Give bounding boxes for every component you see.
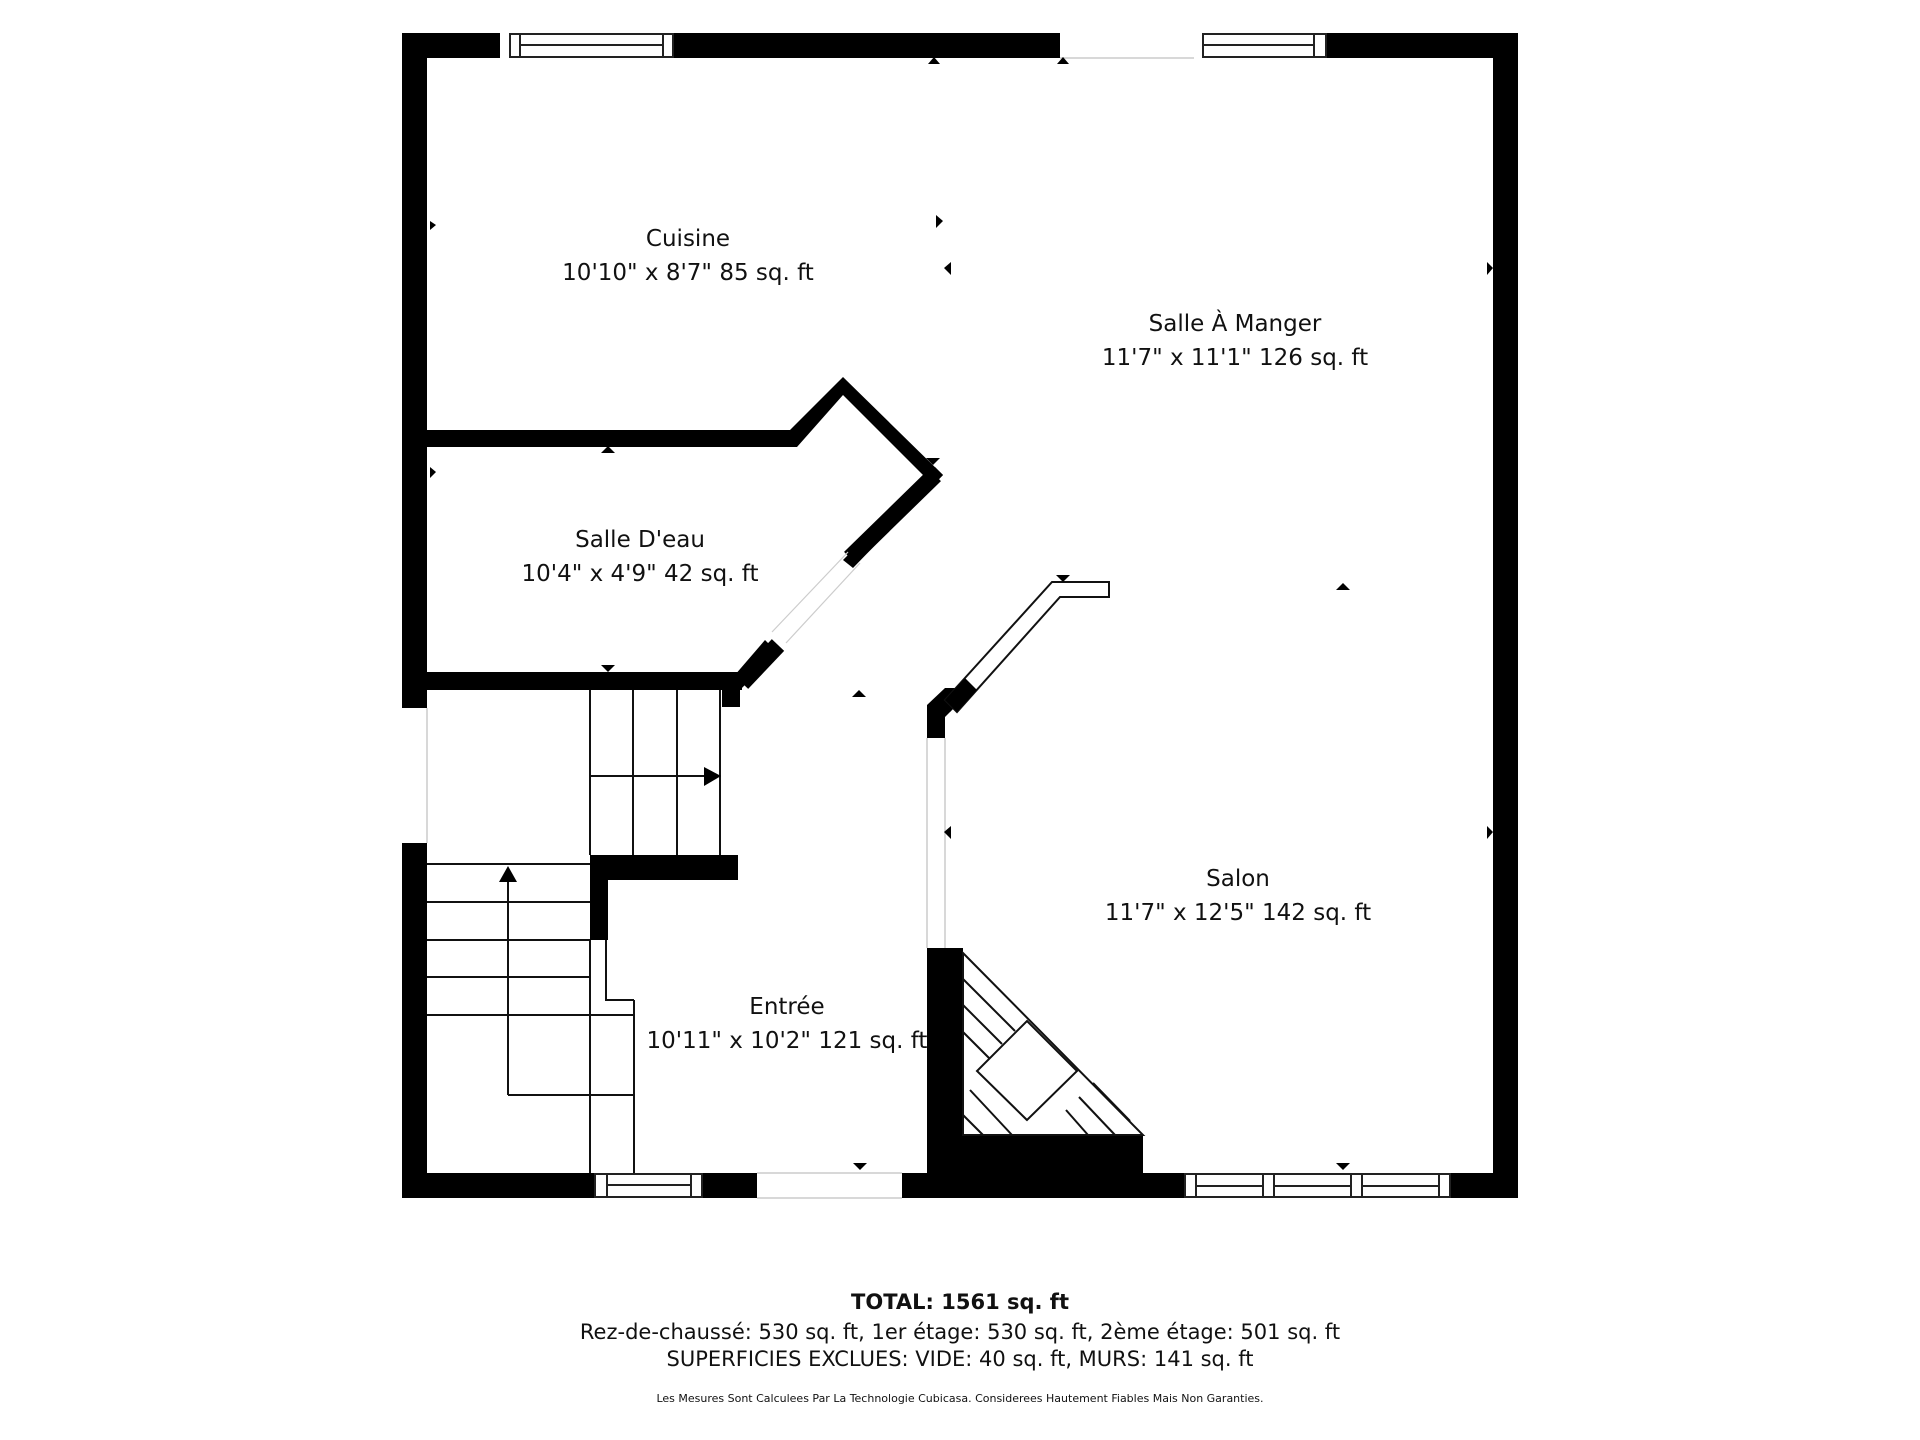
room-dimensions: 10'11" x 10'2" 121 sq. ft [646, 1028, 928, 1054]
railing-solid-part [945, 678, 977, 712]
disclaimer: Les Mesures Sont Calculees Par La Techno… [656, 1392, 1264, 1405]
room-label-salle-a-manger: Salle À Manger 11'7" x 11'1" 126 sq. ft [1102, 307, 1368, 375]
stairs-arrow-up-icon [499, 866, 517, 882]
stairs-arrow-right-icon [704, 767, 721, 786]
room-dimensions: 10'4" x 4'9" 42 sq. ft [521, 561, 759, 587]
exterior-walls [402, 33, 1518, 1198]
room-label-cuisine: Cuisine 10'10" x 8'7" 85 sq. ft [562, 222, 814, 290]
window-icon [1184, 1173, 1451, 1198]
window-icon [509, 33, 674, 58]
room-label-salle-deau: Salle D'eau 10'4" x 4'9" 42 sq. ft [521, 523, 758, 591]
level-areas: Rez-de-chaussé: 530 sq. ft, 1er étage: 5… [579, 1320, 1341, 1344]
room-dimensions: 10'10" x 8'7" 85 sq. ft [562, 260, 814, 286]
door-opening-icon [771, 551, 861, 644]
room-name: Cuisine [645, 226, 731, 252]
door-opening-icon [426, 57, 1194, 1199]
stairs [427, 690, 721, 1173]
total-area: TOTAL: 1561 sq. ft [851, 1290, 1069, 1314]
window-icon [594, 1173, 703, 1198]
excluded-areas: SUPERFICIES EXCLUES: VIDE: 40 sq. ft, MU… [666, 1347, 1254, 1371]
room-label-salon: Salon 11'7" x 12'5" 142 sq. ft [1105, 862, 1371, 930]
room-name: Salle À Manger [1148, 311, 1322, 337]
room-dimensions: 11'7" x 12'5" 142 sq. ft [1104, 900, 1372, 926]
room-name: Entrée [749, 994, 825, 1020]
room-dimensions: 11'7" x 11'1" 126 sq. ft [1101, 345, 1369, 371]
window-icon [1202, 33, 1327, 58]
fireplace-icon [962, 950, 1146, 1136]
room-name: Salon [1206, 866, 1270, 892]
room-label-entree: Entrée 10'11" x 10'2" 121 sq. ft [647, 990, 928, 1058]
dimension-marker-icon [430, 57, 1493, 1170]
room-name: Salle D'eau [575, 527, 705, 553]
diagonal-wall [735, 468, 941, 689]
